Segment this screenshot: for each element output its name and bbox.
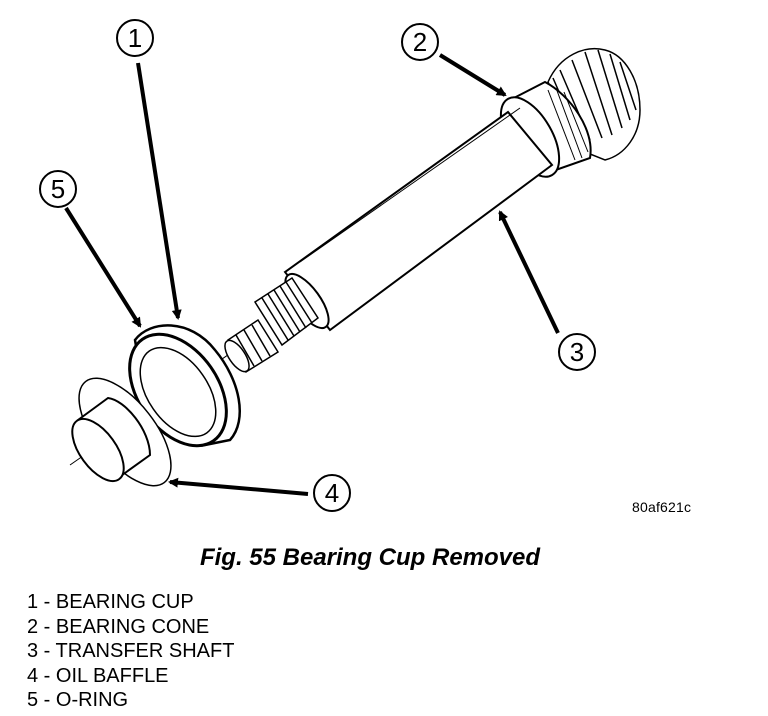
legend-text: - BEARING CUP: [38, 591, 194, 613]
leader-arrows: [64, 53, 560, 496]
legend-number: 4: [27, 664, 39, 687]
legend-text: - O-RING: [38, 689, 129, 711]
legend-item-5: 5 - O-RING: [27, 688, 234, 713]
legend-item-2: 2 - BEARING CONE: [27, 615, 234, 640]
legend-number: 1: [27, 591, 39, 613]
legend: 1 - BEARING CUP 2 - BEARING CONE 3 - TRA…: [27, 590, 234, 713]
svg-text:5: 5: [51, 174, 65, 204]
arrow-1: [136, 62, 182, 320]
arrow-5: [64, 206, 142, 328]
figure-code: 80af621c: [632, 499, 692, 515]
arrow-4: [168, 477, 309, 496]
callout-2: 2: [401, 23, 439, 61]
svg-text:2: 2: [413, 27, 427, 57]
transfer-shaft: [283, 107, 554, 332]
callout-1: 1: [116, 19, 154, 57]
o-ring: [71, 396, 152, 482]
legend-number: 3: [27, 640, 39, 662]
legend-item-4: 4 - OIL BAFFLE: [27, 664, 234, 689]
svg-text:4: 4: [325, 478, 339, 508]
legend-item-1: 1 - BEARING CUP: [27, 590, 234, 615]
svg-text:1: 1: [128, 23, 142, 53]
callout-4: 4: [313, 474, 351, 512]
legend-text: - TRANSFER SHAFT: [38, 640, 235, 662]
legend-number: 5: [27, 689, 39, 711]
shaft-threads: [224, 318, 280, 374]
legend-text: - BEARING CONE: [38, 615, 210, 638]
figure-caption: Fig. 55 Bearing Cup Removed: [199, 544, 541, 571]
arrow-3: [498, 210, 560, 334]
callout-3: 3: [558, 333, 596, 371]
shaft-splines: [253, 276, 320, 347]
bearing-cup: [128, 324, 242, 448]
exploded-view-diagram: 1 2 3 4 5: [39, 19, 641, 512]
arrow-2: [438, 53, 507, 97]
callout-5: 5: [39, 170, 77, 208]
svg-text:3: 3: [570, 337, 584, 367]
legend-item-3: 3 - TRANSFER SHAFT: [27, 639, 234, 664]
legend-number: 2: [27, 615, 39, 638]
legend-text: - OIL BAFFLE: [38, 664, 169, 687]
